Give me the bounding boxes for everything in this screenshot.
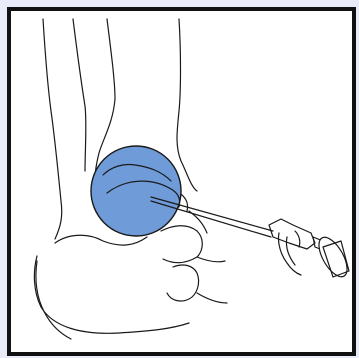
- cannula-body: [269, 219, 315, 249]
- light-post: [278, 233, 301, 275]
- fibula-left-edge: [43, 19, 62, 239]
- light-cable: [295, 231, 300, 247]
- cuboid: [167, 265, 199, 301]
- camera-eyepiece: [313, 233, 352, 281]
- calcaneus-outline: [34, 256, 189, 333]
- midfoot-line-3: [197, 293, 227, 303]
- illustration-frame: [7, 7, 356, 356]
- fibula-right-edge: [73, 19, 86, 171]
- light-post-2: [286, 237, 295, 265]
- tibia-right-edge: [177, 19, 197, 191]
- ankle-illustration: [11, 11, 352, 352]
- calcaneus-inner: [55, 235, 147, 245]
- midfoot-line-2: [197, 257, 225, 262]
- midfoot-line-1: [189, 211, 207, 233]
- joint-highlight-circle: [91, 146, 181, 236]
- navicular: [161, 226, 202, 263]
